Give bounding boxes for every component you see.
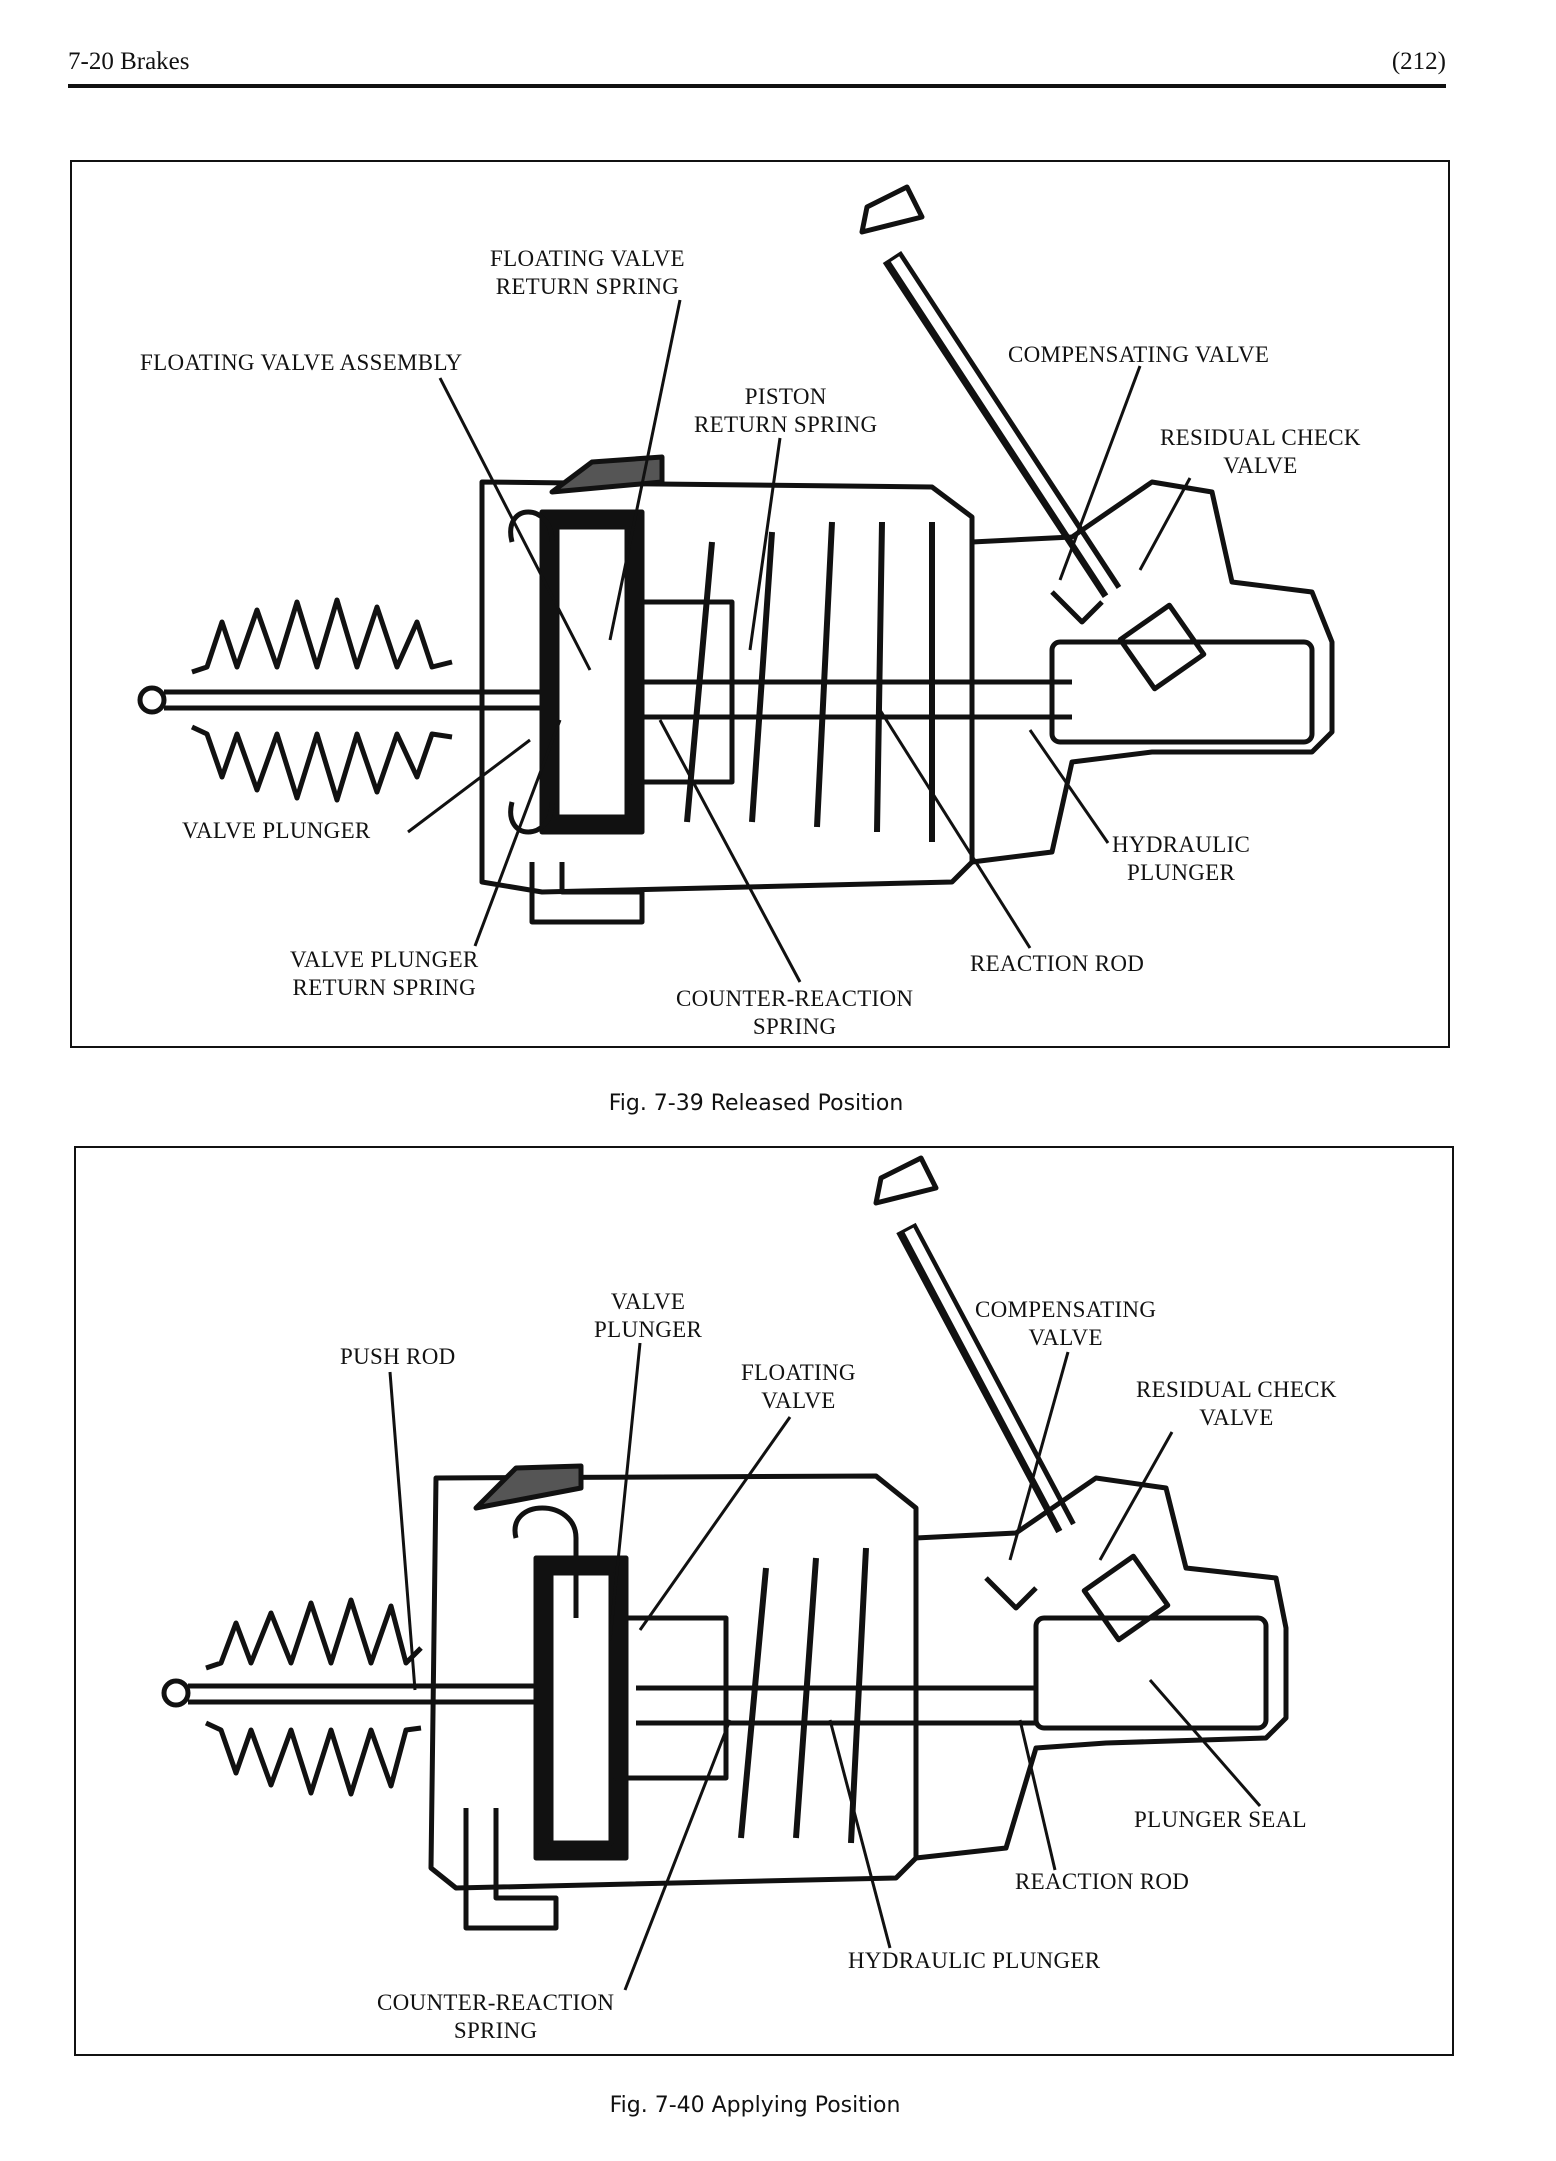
label-valve-plunger: VALVE PLUNGER (182, 818, 371, 843)
label-plunger-seal: PLUNGER SEAL (1134, 1807, 1307, 1832)
label-counter-reaction-spring: COUNTER-REACTION SPRING (676, 986, 914, 1039)
figure-7-39-panel (70, 160, 1450, 1048)
caption-fig-7-40: Fig. 7-40 Applying Position (609, 2093, 901, 2118)
caption-fig-7-39: Fig. 7-39 Released Position (608, 1091, 904, 1116)
page-number: (212) (1391, 48, 1446, 75)
label-valve-plunger-return-spring: VALVE PLUNGER RETURN SPRING (290, 947, 479, 1000)
label-compensating-valve: COMPENSATING VALVE (975, 1297, 1157, 1350)
label-reaction-rod: REACTION ROD (970, 951, 1145, 976)
running-header-section: 7-20 Brakes (68, 48, 190, 75)
label-push-rod: PUSH ROD (340, 1344, 456, 1369)
label-hydraulic-plunger: HYDRAULIC PLUNGER (848, 1948, 1101, 1973)
header-rule (68, 84, 1446, 88)
brake-booster-applying-diagram (161, 1155, 1289, 1931)
figure-7-40-panel (74, 1146, 1454, 2056)
label-reaction-rod: REACTION ROD (1015, 1869, 1190, 1894)
label-residual-check-valve: RESIDUAL CHECK VALVE (1160, 425, 1361, 478)
label-floating-valve-return-spring: FLOATING VALVE RETURN SPRING (490, 246, 685, 299)
label-compensating-valve: COMPENSATING VALVE (1008, 342, 1270, 367)
label-floating-valve: FLOATING VALVE (741, 1360, 856, 1413)
label-hydraulic-plunger: HYDRAULIC PLUNGER (1112, 832, 1251, 885)
label-residual-check-valve: RESIDUAL CHECK VALVE (1136, 1377, 1337, 1430)
label-counter-reaction-spring: COUNTER-REACTION SPRING (377, 1990, 615, 2043)
label-valve-plunger: VALVE PLUNGER (594, 1289, 703, 1342)
label-piston-return-spring: PISTON RETURN SPRING (694, 384, 878, 437)
label-floating-valve-assembly: FLOATING VALVE ASSEMBLY (140, 350, 463, 375)
brake-booster-released-diagram (137, 184, 1335, 925)
